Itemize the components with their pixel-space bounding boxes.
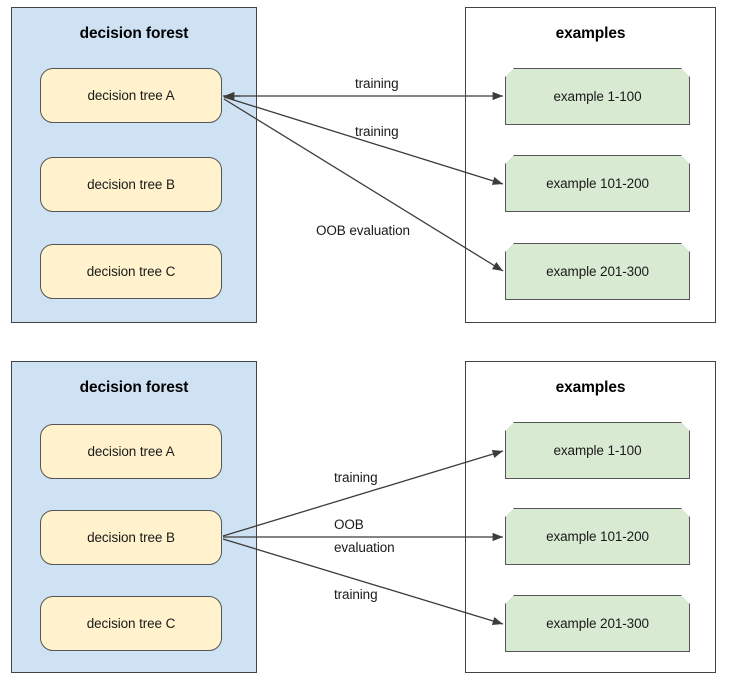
node-example-1-100[interactable]: example 1-100 <box>505 68 690 125</box>
node-example-1-100[interactable]: example 1-100 <box>505 422 690 479</box>
forest-panel-title: decision forest <box>79 25 189 42</box>
edge-label-oob: OOB <box>334 517 364 532</box>
node-label: example 1-100 <box>553 443 642 458</box>
node-label: decision tree B <box>87 530 175 545</box>
examples-panel-title: examples <box>555 25 626 42</box>
examples-panel-title: examples <box>555 379 626 396</box>
node-decision-tree-a[interactable]: decision tree A <box>40 68 222 123</box>
node-label: decision tree C <box>86 616 176 631</box>
edge-label-training-2: training <box>334 587 378 602</box>
node-decision-tree-b[interactable]: decision tree B <box>40 157 222 212</box>
node-decision-tree-c[interactable]: decision tree C <box>40 244 222 299</box>
edge-training-example-101-200 <box>223 96 504 185</box>
node-decision-tree-b[interactable]: decision tree B <box>40 510 222 565</box>
node-example-201-300[interactable]: example 201-300 <box>505 243 690 300</box>
node-example-201-300[interactable]: example 201-300 <box>505 595 690 652</box>
node-label: example 201-300 <box>546 616 649 631</box>
node-example-101-200[interactable]: example 101-200 <box>505 508 690 565</box>
node-example-101-200[interactable]: example 101-200 <box>505 155 690 212</box>
node-label: decision tree B <box>87 177 175 192</box>
node-decision-tree-c[interactable]: decision tree C <box>40 596 222 651</box>
node-label: example 101-200 <box>546 529 649 544</box>
edge-label-oob-evaluation: OOB evaluation <box>316 223 410 238</box>
diagram-bottom: decision forest decision tree A decision… <box>0 345 737 685</box>
diagram-top: decision forest decision tree A decision… <box>0 0 737 340</box>
forest-panel-title: decision forest <box>79 379 189 396</box>
edge-label-training-2: training <box>355 124 399 139</box>
node-label: decision tree A <box>87 444 175 459</box>
node-label: example 101-200 <box>546 176 649 191</box>
node-decision-tree-a[interactable]: decision tree A <box>40 424 222 479</box>
edge-label-training-1: training <box>334 470 378 485</box>
edge-label-training-1: training <box>355 76 399 91</box>
node-label: example 201-300 <box>546 264 649 279</box>
node-label: decision tree C <box>86 264 176 279</box>
edge-label-evaluation: evaluation <box>334 540 395 555</box>
node-label: example 1-100 <box>553 89 642 104</box>
node-label: decision tree A <box>87 88 175 103</box>
